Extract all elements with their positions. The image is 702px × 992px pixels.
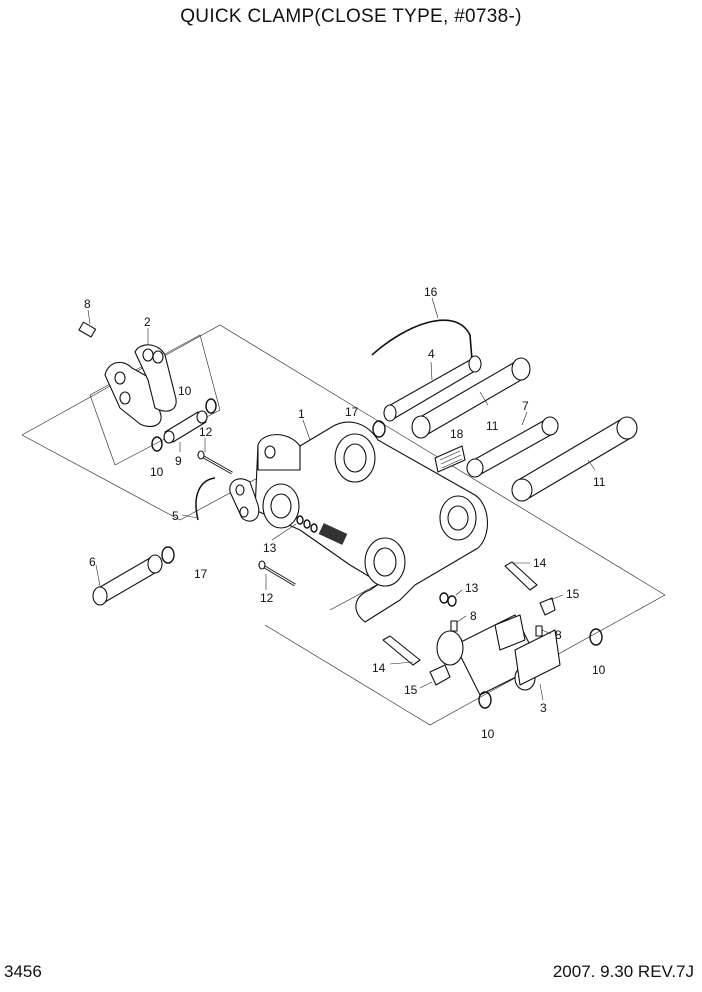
snap-ring-10-b — [151, 436, 163, 452]
grease-nipple-8-left — [78, 309, 97, 338]
callout-12-upper: 12 — [199, 425, 213, 439]
callout-17-upper: 17 — [345, 405, 359, 419]
snap-ring-10-a — [205, 398, 217, 414]
callout-11-lower: 11 — [593, 475, 606, 489]
pin-11-lower — [511, 416, 638, 502]
page-title: QUICK CLAMP(CLOSE TYPE, #0738-) — [180, 6, 522, 27]
callout-10-b: 10 — [150, 465, 164, 479]
snap-ring-17-lower — [161, 546, 175, 564]
label-plate-18 — [434, 445, 466, 473]
washer-13-cylinder — [439, 589, 463, 607]
callout-3: 3 — [540, 701, 547, 715]
cylinder-pin-4 — [383, 355, 482, 422]
callout-8-right: 8 — [555, 628, 562, 642]
grease-nipple-8-cylinder — [450, 615, 552, 637]
callout-4: 4 — [428, 347, 435, 361]
hose-14-lower — [382, 635, 421, 666]
callout-18: 18 — [450, 427, 464, 441]
callout-15-lower: 15 — [404, 683, 418, 697]
callout-5: 5 — [172, 509, 179, 523]
pin-9 — [163, 410, 208, 452]
callout-17-lower: 17 — [194, 567, 208, 581]
callout-6: 6 — [89, 555, 96, 569]
callout-14-upper: 14 — [533, 556, 547, 570]
callout-10-d: 10 — [481, 727, 495, 741]
callout-16: 16 — [424, 285, 438, 299]
hydraulic-cylinder-3 — [436, 614, 561, 701]
snap-ring-10-c — [589, 628, 603, 646]
callout-13-frame: 13 — [263, 541, 277, 555]
callout-11-upper: 11 — [486, 419, 499, 433]
callout-10-a: 10 — [178, 384, 192, 398]
callout-13-cylinder: 13 — [465, 581, 479, 595]
callout-7: 7 — [522, 399, 529, 413]
callout-10-c: 10 — [592, 663, 606, 677]
bolt-12-upper — [197, 438, 233, 475]
hose-14-upper — [504, 561, 538, 591]
washer-13-frame — [271, 515, 318, 541]
callout-14-lower: 14 — [372, 661, 386, 675]
pin-6 — [92, 554, 163, 606]
page-number: 3456 — [4, 962, 42, 981]
callout-1: 1 — [298, 407, 305, 421]
callout-12-lower: 12 — [260, 591, 274, 605]
revision-date: 2007. 9.30 REV.7J — [552, 962, 694, 981]
main-frame-1 — [254, 419, 488, 623]
pin-7 — [466, 411, 559, 478]
pin-11-upper — [411, 357, 531, 439]
callout-8-mid: 8 — [470, 609, 477, 623]
bolt-12-lower — [258, 560, 296, 590]
side-plate-5 — [181, 477, 260, 522]
bracket-2 — [104, 328, 177, 428]
cable-16 — [371, 297, 473, 361]
snap-ring-17-upper — [372, 420, 386, 438]
callout-9: 9 — [175, 454, 182, 468]
fitting-15-lower — [419, 664, 451, 689]
callout-2: 2 — [144, 315, 151, 329]
callout-8-left: 8 — [84, 297, 91, 311]
fitting-15-upper — [539, 594, 564, 616]
snap-ring-10-d — [478, 691, 492, 709]
callout-labels: 1 2 3 4 5 6 7 8 8 8 9 10 10 10 10 11 11 … — [84, 285, 606, 741]
callout-15-upper: 15 — [566, 587, 580, 601]
